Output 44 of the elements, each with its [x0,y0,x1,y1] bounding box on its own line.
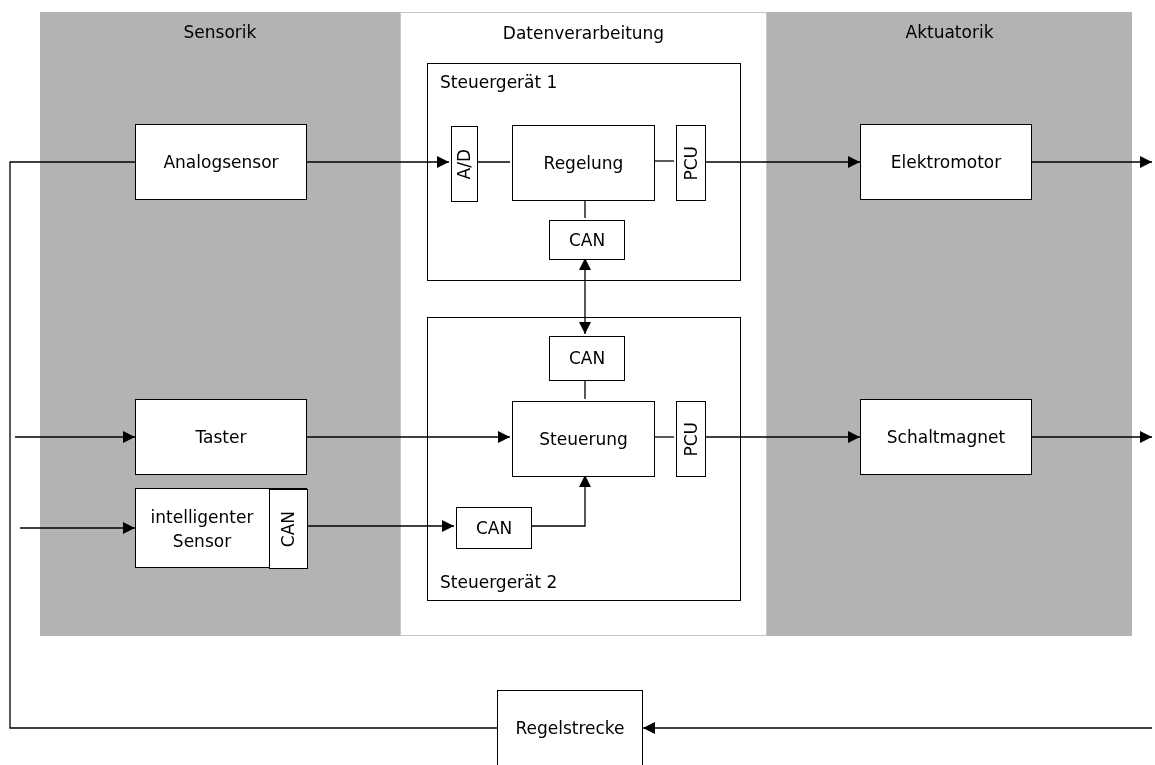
block-box: CAN [549,220,625,260]
arrow [306,431,511,443]
unit-title: intelligenter Sensor [149,506,255,553]
section-band [767,12,1132,636]
block-box: Schaltmagnet [860,399,1032,475]
arrow [642,722,1153,734]
arrow [306,520,455,532]
arrow [703,431,861,443]
unit-box [427,63,741,281]
arrow [579,257,591,335]
arrow [703,156,861,168]
connector-line [652,436,675,438]
section-band [400,12,767,636]
block-box: Steuerung [512,401,655,477]
unit-box [135,488,307,568]
arrow [529,474,591,527]
block-box: CAN [456,507,532,549]
block-box: Analogsensor [135,124,307,200]
connector-line [584,378,586,400]
block-box: Taster [135,399,307,475]
block-box: Regelung [512,125,655,201]
block-box: Elektromotor [860,124,1032,200]
unit-box [427,317,741,601]
arrow [1031,156,1153,168]
arrow [19,522,136,534]
arrow [14,431,136,443]
connector-line [475,161,511,163]
arrow [306,156,450,168]
connector-line [652,160,675,162]
section-title: Datenverarbeitung [501,23,666,43]
block-box: Regelstrecke [497,690,643,765]
block-box: PCU [676,125,706,201]
block-box: PCU [676,401,706,477]
connector-line [9,161,498,729]
section-title: Sensorik [182,22,258,42]
unit-title: Steuergerät 2 [440,572,558,592]
section-title: Aktuatorik [904,22,995,42]
connector-line [584,198,586,219]
block-box: A/D [451,126,478,202]
section-band [40,12,400,636]
unit-title: Steuergerät 1 [440,72,558,92]
block-box: CAN [269,489,308,569]
block-box: CAN [549,336,625,381]
arrow [1031,431,1153,443]
